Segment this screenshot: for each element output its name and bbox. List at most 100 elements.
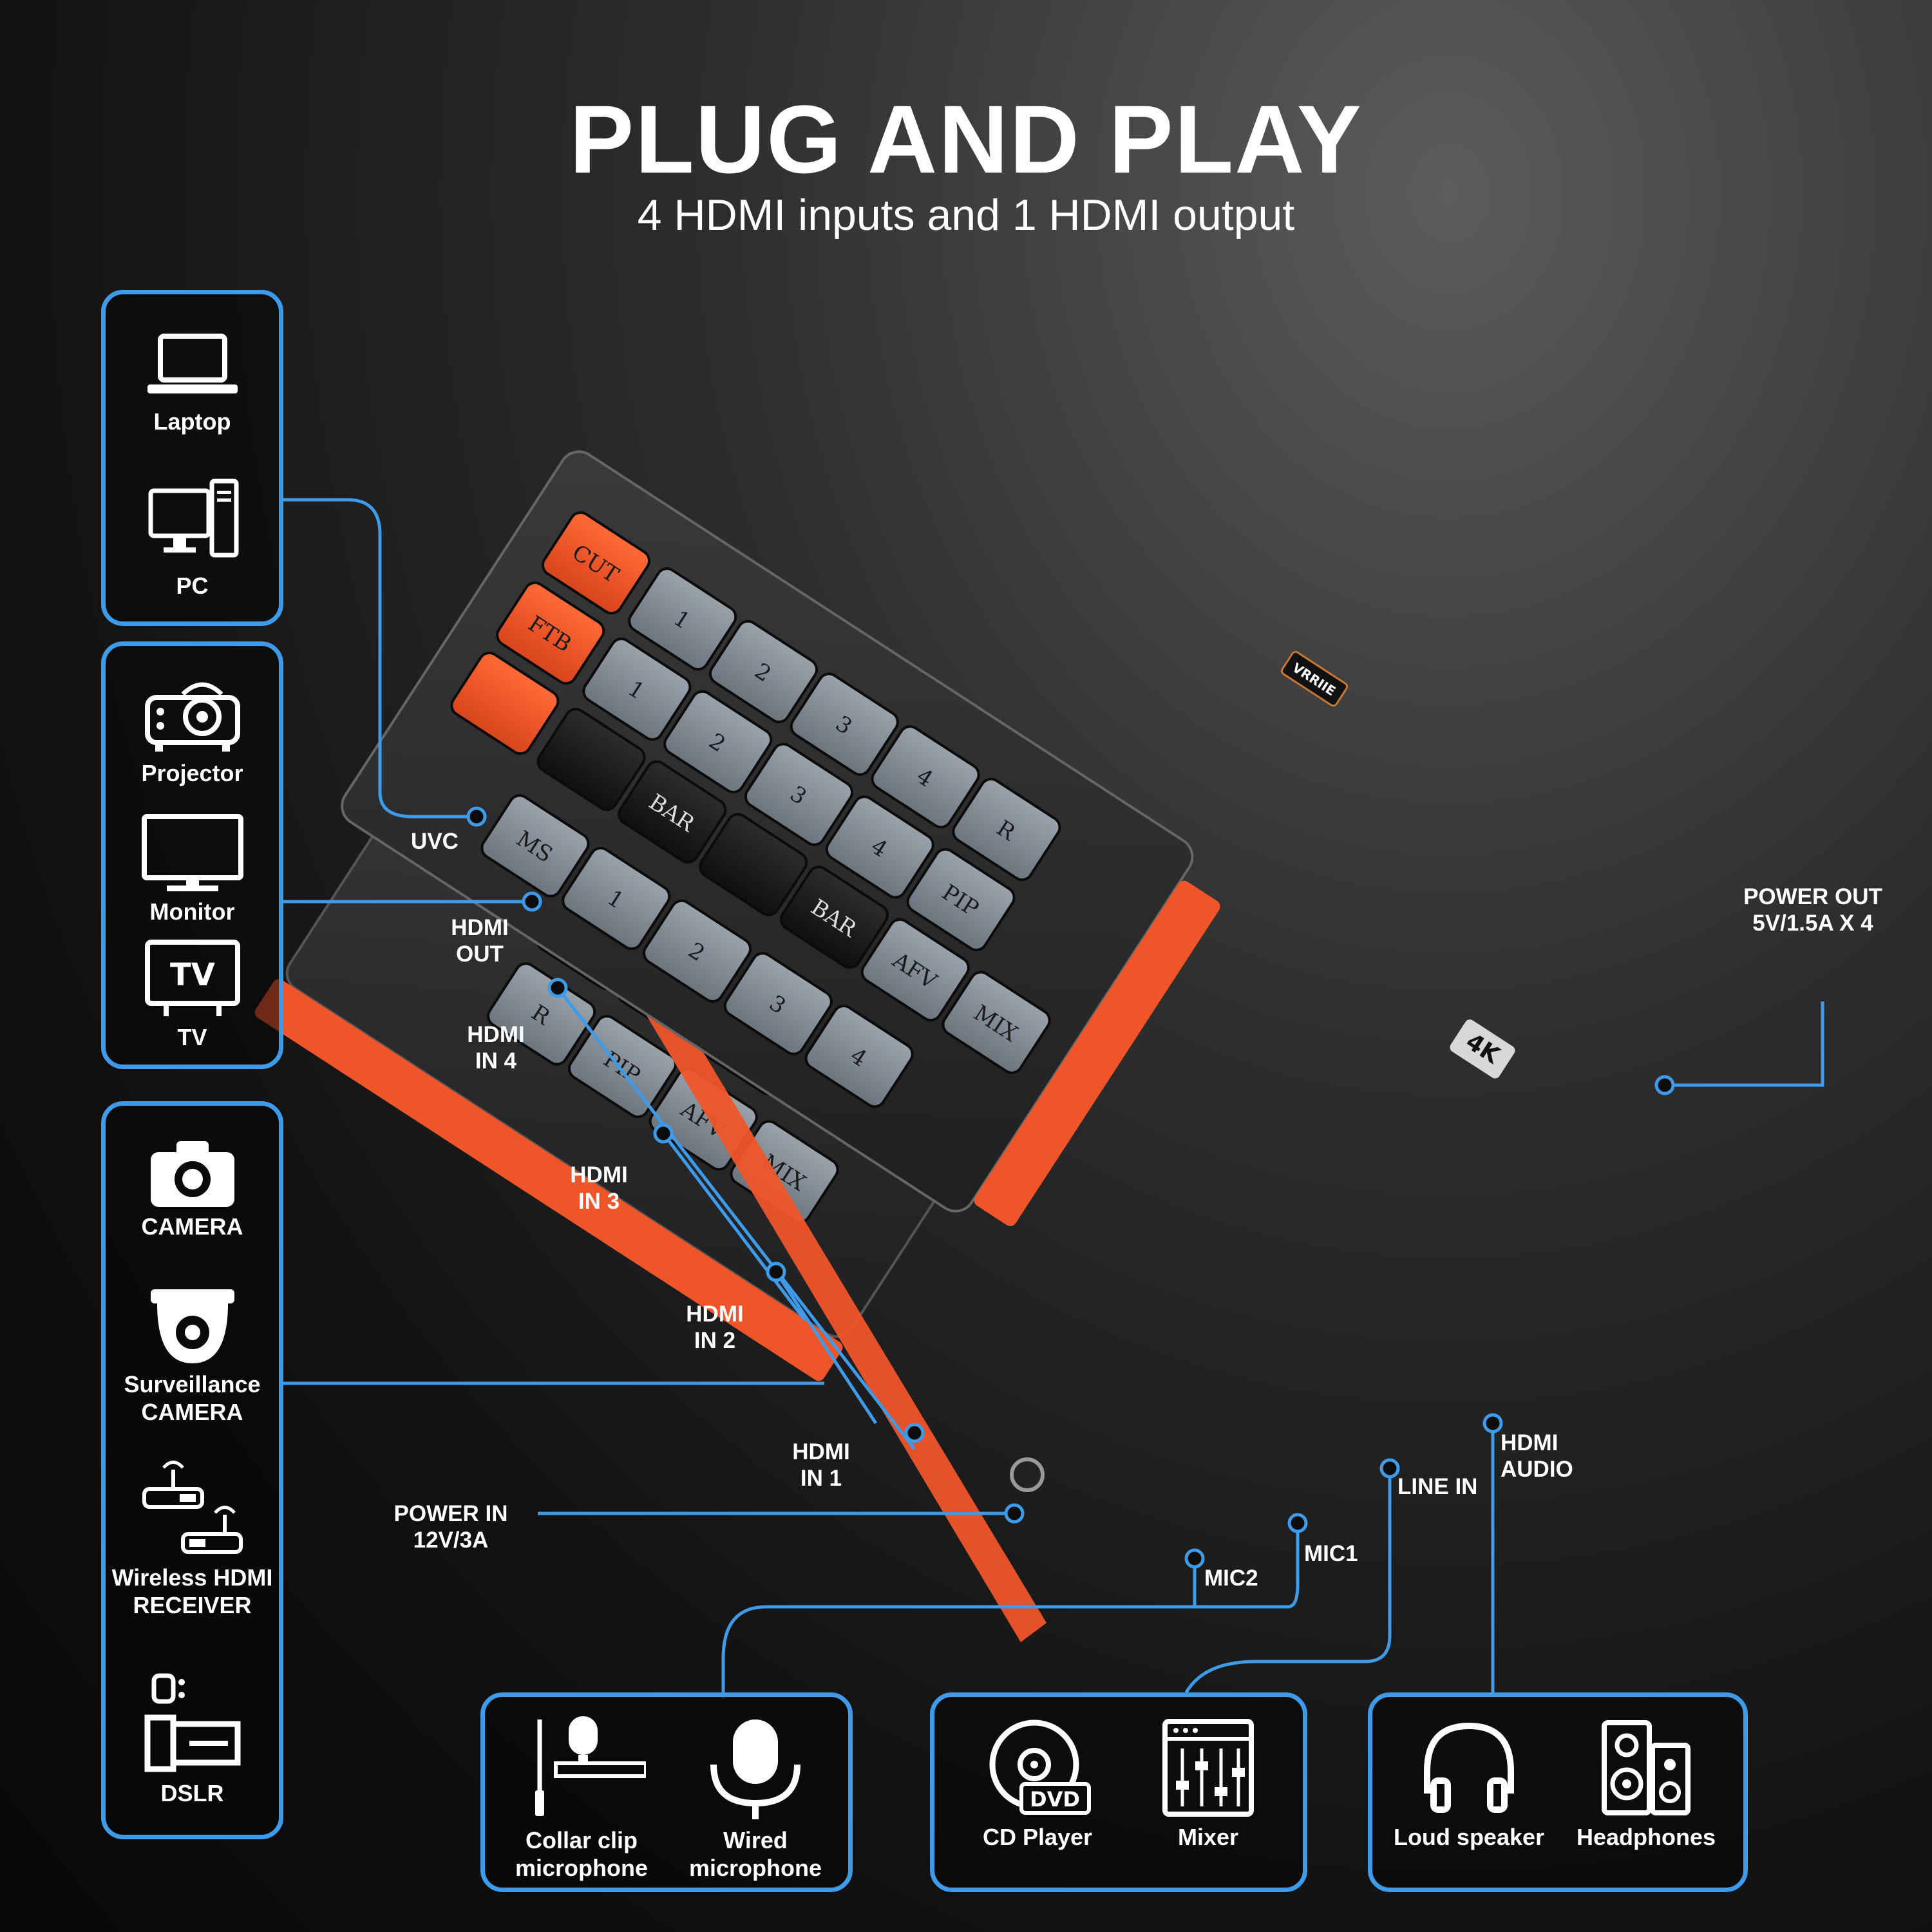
headphones-label: Headphones: [1576, 1824, 1716, 1850]
key-program-2: 2: [708, 620, 819, 723]
key-pip: PIP: [906, 848, 1016, 952]
headphones-item: Headphones: [1559, 1716, 1733, 1851]
monitor-label: Monitor: [149, 898, 235, 925]
key-preview-2: 2: [663, 690, 773, 794]
mic1-dot: [1287, 1513, 1308, 1533]
camera-label: CAMERA: [141, 1213, 243, 1240]
key-cut: CUT: [541, 511, 651, 615]
device-lower-side-panel: [254, 979, 843, 1381]
mixer-icon: [1162, 1719, 1254, 1817]
hdmi-in3-label: HDMI IN 3: [570, 1162, 628, 1215]
dslr-item: DSLR: [106, 1672, 279, 1807]
key-afv: AFV: [860, 918, 970, 1022]
laptop-icon: [147, 334, 238, 393]
tv-icon: TV: [144, 940, 240, 1016]
power-in-label: POWER IN 12V/3A: [393, 1501, 508, 1553]
key-bar-1: BAR: [618, 760, 727, 864]
pc-label: PC: [176, 573, 209, 599]
headphones-icon: [1424, 1722, 1514, 1813]
wireless-receiver-item: Wireless HDMI RECEIVER: [106, 1454, 279, 1619]
device-upper-front-panel: [974, 880, 1220, 1226]
loud-speaker-item: Loud speaker: [1382, 1716, 1556, 1851]
displays-box: Projector Monitor TV TV: [101, 641, 283, 1069]
key-program-1: 1: [628, 567, 737, 671]
projector-item: Projector: [106, 672, 279, 787]
key-ftb: FTB: [496, 581, 605, 685]
wired-mic-item: Wired microphone: [672, 1713, 839, 1882]
cd-player-item: DVD CD Player: [957, 1716, 1118, 1851]
speaker-icon: [1602, 1720, 1690, 1815]
uvc-dot: [466, 806, 487, 827]
mic2-dot: [1184, 1548, 1205, 1569]
key-program-3: 3: [790, 672, 899, 776]
svg-text:TV: TV: [170, 957, 215, 993]
dslr-icon: [144, 1673, 240, 1772]
monitor-item: Monitor: [106, 813, 279, 925]
hdmi-in1-dot: [904, 1423, 925, 1443]
key-preview-1: 1: [582, 638, 692, 741]
4k-badge: [1450, 1019, 1515, 1079]
uvc-label: UVC: [411, 829, 459, 854]
key-ms: MS: [480, 794, 590, 898]
hdmi-in3-dot: [653, 1123, 674, 1144]
collar-mic-label: Collar clip microphone: [515, 1827, 648, 1882]
surveillance-camera-item: Surveillance CAMERA: [106, 1286, 279, 1426]
key-mix: MIX: [942, 971, 1051, 1074]
power-in-dot: [1004, 1503, 1025, 1524]
svg-text:DVD: DVD: [1030, 1787, 1080, 1812]
key-out-3: 3: [723, 952, 833, 1056]
collar-mic-item: Collar clip microphone: [498, 1713, 665, 1882]
brand-logo: [1281, 650, 1349, 707]
wired-mic-label: Wired microphone: [688, 1827, 822, 1882]
microphones-box: Collar clip microphone Wired microphone: [480, 1692, 853, 1892]
key-r: R: [952, 777, 1061, 882]
key-preview-3: 3: [744, 743, 854, 846]
pc-item: PC: [106, 478, 279, 600]
tv-label: TV: [177, 1024, 207, 1050]
camera-item: CAMERA: [106, 1138, 279, 1240]
mixer-label: Mixer: [1177, 1824, 1239, 1850]
key-bar-2: BAR: [779, 866, 889, 969]
hdmi-out-dot: [522, 891, 542, 912]
key-out-2: 2: [643, 899, 752, 1003]
hdmi-in2-dot: [766, 1262, 786, 1282]
key-program-4: 4: [871, 725, 980, 829]
pc-icon: [148, 478, 238, 558]
hdmi-in2-label: HDMI IN 2: [686, 1302, 744, 1354]
power-jack: [1010, 1457, 1045, 1492]
mixer-item: Mixer: [1128, 1716, 1289, 1851]
page-title: PLUG AND PLAY: [569, 85, 1363, 193]
dvd-icon: DVD: [989, 1719, 1091, 1815]
hdmi-in4-dot: [547, 978, 568, 998]
tv-item: TV TV: [106, 939, 279, 1051]
hdmi-in4-label: HDMI IN 4: [467, 1022, 525, 1074]
computers-box: Laptop PC: [101, 290, 283, 626]
loud-speaker-label: Loud speaker: [1393, 1824, 1545, 1850]
projector-icon: [144, 682, 240, 752]
outputs-box: Loud speaker Headphones: [1368, 1692, 1748, 1892]
page-subtitle: 4 HDMI inputs and 1 HDMI output: [637, 191, 1295, 240]
cd-player-label: CD Player: [982, 1824, 1093, 1850]
mic2-label: MIC2: [1204, 1566, 1258, 1591]
surveillance-camera-label: Surveillance CAMERA: [124, 1371, 261, 1426]
cameras-box: CAMERA Surveillance CAMERA Wirel: [101, 1101, 283, 1839]
projector-label: Projector: [141, 760, 243, 786]
laptop-label: Laptop: [153, 408, 231, 435]
hdmi-in1-label: HDMI IN 1: [792, 1439, 850, 1492]
line-in-dot: [1379, 1458, 1400, 1479]
line-in-label: LINE IN: [1397, 1474, 1478, 1499]
dslr-label: DSLR: [160, 1780, 224, 1806]
mic1-label: MIC1: [1304, 1541, 1358, 1566]
laptop-item: Laptop: [106, 327, 279, 435]
key-out-4: 4: [804, 1005, 914, 1108]
players-box: DVD CD Player Mixer: [930, 1692, 1307, 1892]
power-out-dot: [1654, 1075, 1675, 1095]
hdmi-audio-label: HDMI AUDIO: [1501, 1430, 1573, 1482]
key-preview-4: 4: [825, 795, 934, 899]
camera-icon: [150, 1141, 234, 1207]
wireless-receiver-label: Wireless HDMI RECEIVER: [111, 1564, 273, 1619]
collar-mic-icon: [535, 1716, 646, 1816]
key-mute: [450, 651, 560, 755]
